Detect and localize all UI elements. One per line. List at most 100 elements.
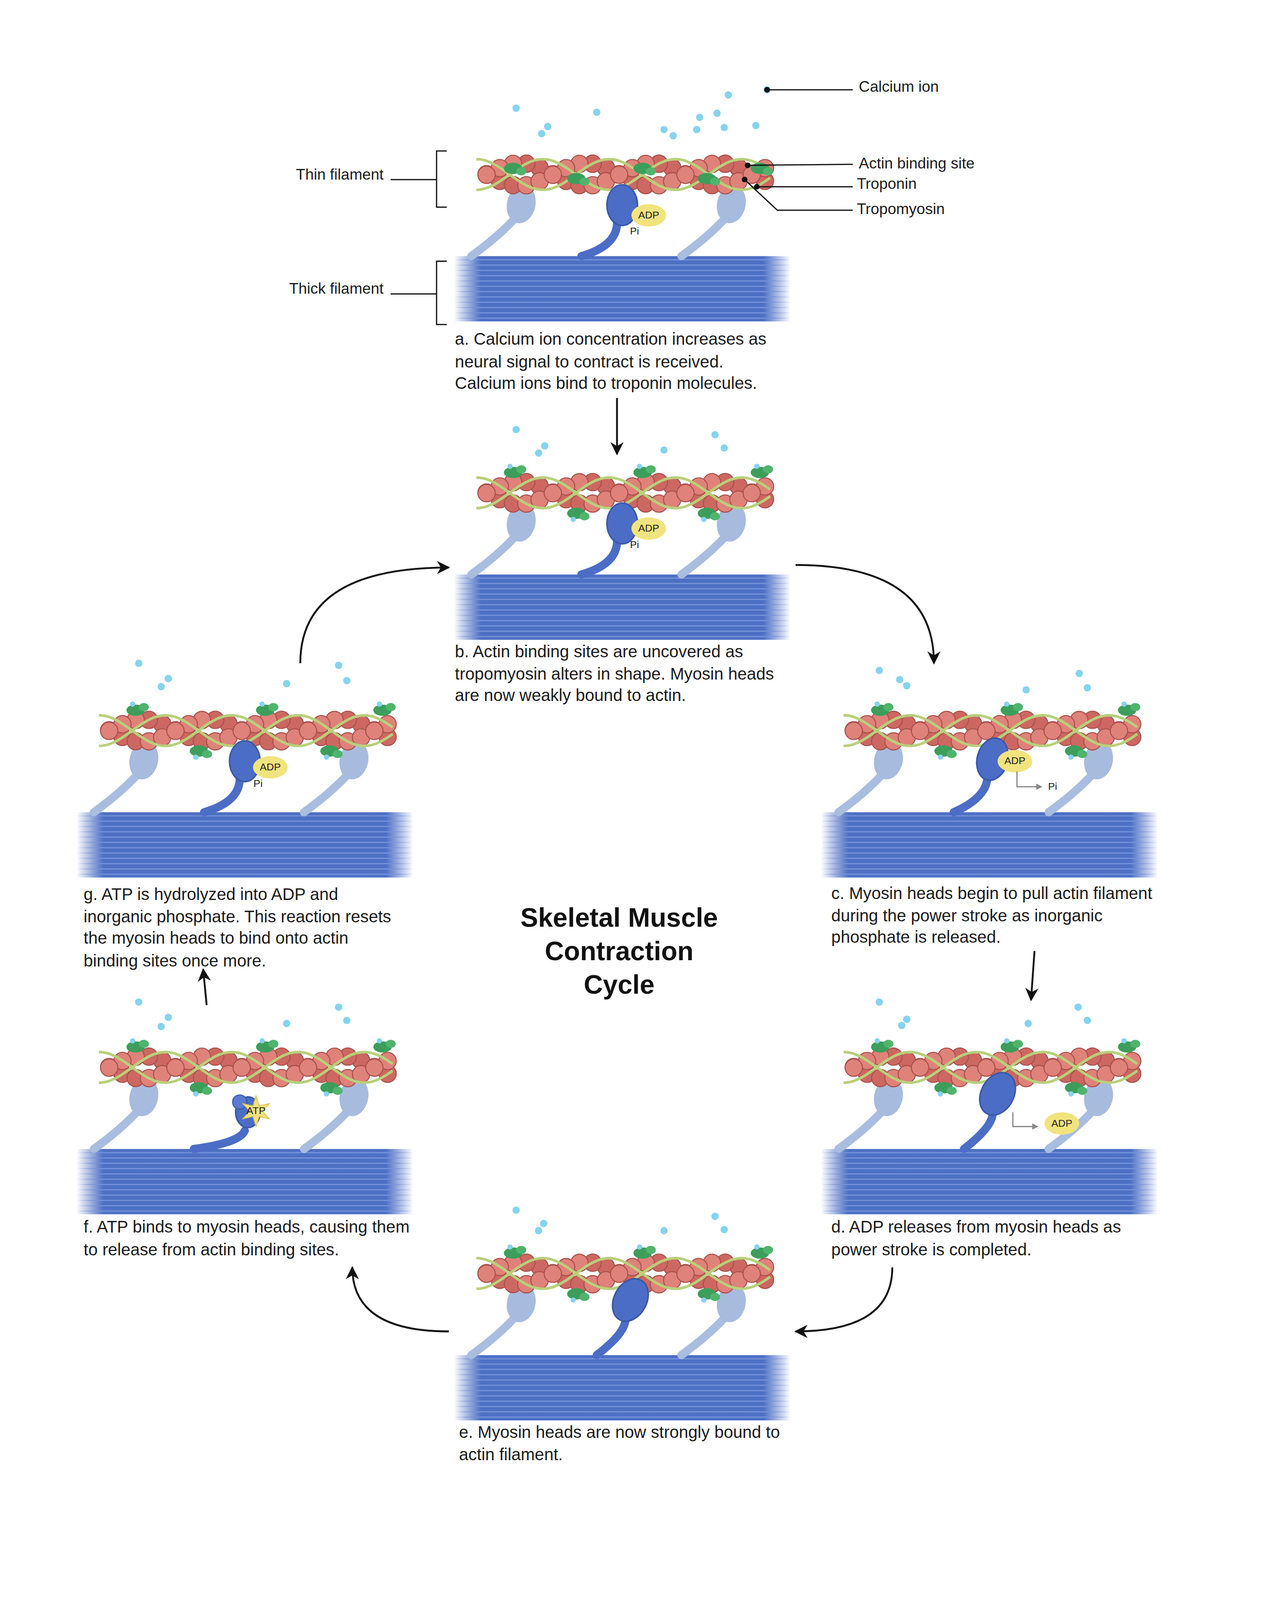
release-arrow [1012, 1111, 1036, 1126]
calcium-ion [1022, 685, 1030, 694]
actin-bead [977, 1058, 995, 1076]
actin-bead [232, 722, 251, 740]
thick-filament-stripe [76, 1162, 414, 1164]
panel-illustration [821, 998, 1159, 1215]
release-arrow-head [1036, 783, 1043, 790]
troponin [645, 1245, 656, 1255]
actin-bead [299, 1058, 317, 1076]
release-arrow [1016, 771, 1040, 787]
thick-filament [76, 811, 414, 878]
actin-bead [166, 722, 185, 740]
part-label: Actin binding site [859, 152, 975, 174]
calcium-ion [507, 463, 513, 469]
calcium-ion [754, 463, 760, 469]
thick-filament-stripe [821, 846, 1159, 849]
thick-filament-stripe [453, 1410, 791, 1413]
calcium-ion [636, 1243, 643, 1250]
myosin-head [605, 1272, 656, 1327]
thick-filament-stripe [453, 275, 791, 277]
calcium-ion [323, 754, 330, 760]
calcium-ion [1068, 754, 1074, 760]
thick-filament-stripe [453, 598, 791, 600]
calcium-ion [669, 132, 678, 140]
thick-filament-stripe [453, 625, 791, 627]
step-panel: a. Calcium ion concentration increases a… [448, 140, 796, 398]
thick-filament-stripe [76, 825, 414, 828]
troponin [762, 465, 774, 474]
thick-filament-stripe [821, 830, 1159, 833]
calcium-ion [874, 1038, 880, 1044]
molecule-label: Pi [629, 225, 640, 238]
calcium-ion [660, 125, 668, 133]
thick-filament-stripe [453, 609, 791, 611]
thick-filament-stripe [821, 873, 1159, 876]
leader-line [390, 293, 437, 295]
molecule-label: Pi [629, 538, 640, 551]
calcium-ion [897, 1021, 906, 1029]
troponin [1076, 749, 1088, 759]
step-caption: g. ATP is hydrolyzed into ADP and inorga… [83, 883, 395, 972]
calcium-ion [636, 463, 643, 469]
tropomyosin-strand [99, 1051, 393, 1083]
calcium-ion [660, 446, 668, 454]
thick-filament-stripe [76, 836, 414, 838]
calcium-ion [512, 1206, 520, 1214]
calcium-ion [334, 1003, 343, 1011]
troponin [946, 749, 957, 759]
leader-line [747, 164, 853, 166]
thick-filament-stripe [821, 852, 1159, 854]
calcium-ion [701, 516, 707, 522]
thick-filament-stripe [453, 1368, 791, 1371]
thick-filament-stripe [821, 815, 1159, 817]
myosin-neck [581, 222, 618, 256]
cycle-arrow [795, 564, 934, 663]
diagram-title: Skeletal Muscle Contraction Cycle [507, 900, 732, 1002]
calcium-ion [540, 1219, 548, 1227]
myosin-neck [581, 540, 618, 575]
troponin [515, 167, 527, 176]
adp-oval [997, 749, 1032, 773]
step-caption: e. Myosin heads are now strongly bound t… [459, 1421, 790, 1465]
calcium-ion [720, 1225, 728, 1233]
thick-filament [821, 1148, 1159, 1215]
troponin [710, 512, 721, 521]
step-panel: g. ATP is hydrolyzed into ADP and inorga… [71, 662, 419, 970]
calcium-ion [343, 1016, 351, 1024]
troponin [332, 749, 343, 759]
calcium-ion [754, 1243, 760, 1250]
thick-filament-stripe [821, 1205, 1159, 1207]
calcium-ion [720, 444, 728, 452]
troponin [762, 167, 774, 176]
thick-filament-stripe [76, 1178, 414, 1180]
thick-filament-stripe [76, 1205, 414, 1207]
leader-lines [390, 87, 853, 325]
thick-filament [76, 1148, 414, 1215]
calcium-ion [1121, 701, 1127, 707]
actin-bead [544, 484, 562, 502]
atp-star [242, 1095, 270, 1127]
calcium-ion [874, 701, 880, 707]
thick-filament-stripe [453, 259, 791, 261]
calcium-ion [1024, 1019, 1032, 1027]
thick-filament-stripe [821, 1151, 1159, 1154]
calcium-ion [903, 1015, 911, 1023]
leader-line [756, 185, 853, 188]
thick-filament-stripe [821, 857, 1159, 860]
troponin [645, 465, 656, 474]
thick-filament [453, 574, 791, 640]
molecule-label: Pi [1048, 780, 1058, 793]
troponin [1130, 1039, 1141, 1048]
calcium-ion [875, 998, 883, 1006]
thick-filament-stripe [76, 868, 414, 870]
part-label: Troponin [856, 173, 917, 194]
thick-filament-stripe [453, 1394, 791, 1397]
thick-filament-stripe [453, 317, 791, 319]
troponin [515, 465, 527, 474]
actin-bead [1110, 1058, 1128, 1076]
calcium-ion [512, 104, 520, 112]
part-label: Calcium ion [859, 76, 940, 98]
step-panel: d. ADP releases from myosin heads as pow… [815, 999, 1163, 1268]
calcium-ion [164, 674, 172, 682]
troponin [1130, 702, 1141, 712]
